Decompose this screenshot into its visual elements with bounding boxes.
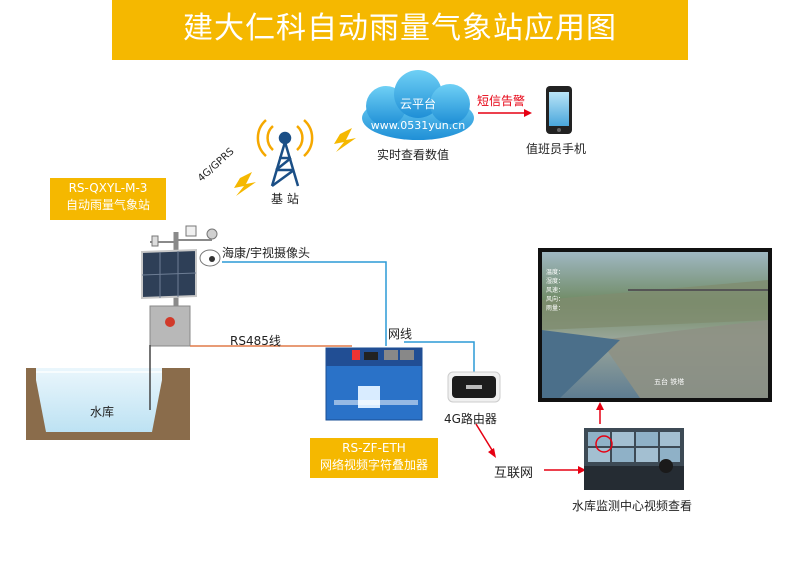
internet-label: 互联网 xyxy=(494,466,534,481)
monitor-label: 水库监测中心视频查看 xyxy=(572,499,693,513)
alarm-label: 短信告警 xyxy=(477,94,526,108)
video-watermark: 五台 铁塔 xyxy=(654,378,685,386)
network-cable xyxy=(404,341,475,372)
cloud-caption: 实时查看数值 xyxy=(377,148,450,162)
encoder-name: 网络视频字符叠加器 xyxy=(319,458,428,472)
video-overlay-line: 湿度： xyxy=(546,278,565,285)
alarm-arrow xyxy=(478,109,532,117)
cloud-platform-url: www.0531yun.cn xyxy=(370,119,466,132)
station-model: RS-QXYL-M-3 xyxy=(68,181,148,195)
page-title: 建大仁科自动雨量气象站应用图 xyxy=(112,0,688,60)
station-badge: RS-QXYL-M-3 自动雨量气象站 xyxy=(50,178,166,220)
tower-label: 基 站 xyxy=(271,192,299,206)
internet-arrow xyxy=(475,423,496,458)
weather-station-icon xyxy=(141,225,221,347)
video-overlay-line: 雨量： xyxy=(546,305,565,312)
camera-label: 海康/宇视摄像头 xyxy=(222,246,311,260)
signal-tower-icon xyxy=(256,119,314,188)
cloud-platform-name: 云平台 xyxy=(399,97,436,111)
cloud-platform-icon xyxy=(362,70,474,140)
station-name: 自动雨量气象站 xyxy=(65,198,150,212)
video-screen xyxy=(538,248,772,402)
encoder-badge: RS-ZF-ETH 网络视频字符叠加器 xyxy=(310,438,438,478)
monitor-arrow xyxy=(544,466,586,474)
video-overlay: 温度： 湿度： 风速： 风向： 雨量： xyxy=(546,268,564,313)
phone-label: 值班员手机 xyxy=(526,142,587,156)
encoder-model: RS-ZF-ETH xyxy=(342,441,406,455)
monitor-center-photo xyxy=(584,428,684,490)
camera-cable xyxy=(222,261,387,346)
encoder-device-icon xyxy=(325,347,423,421)
router-label: 4G路由器 xyxy=(444,412,497,426)
wireless-link-icon xyxy=(334,128,356,152)
video-overlay-line: 温度： xyxy=(546,269,565,276)
rs485-label: RS485线 xyxy=(230,334,281,348)
phone-icon xyxy=(546,86,572,134)
video-view-arrow xyxy=(596,402,604,424)
reservoir-icon xyxy=(26,345,190,440)
netline-label: 网线 xyxy=(388,327,413,341)
router-icon xyxy=(447,371,501,403)
video-overlay-line: 风速： xyxy=(546,287,565,294)
wireless-link-icon xyxy=(234,172,256,196)
reservoir-label: 水库 xyxy=(90,405,115,419)
video-overlay-line: 风向： xyxy=(546,296,565,303)
